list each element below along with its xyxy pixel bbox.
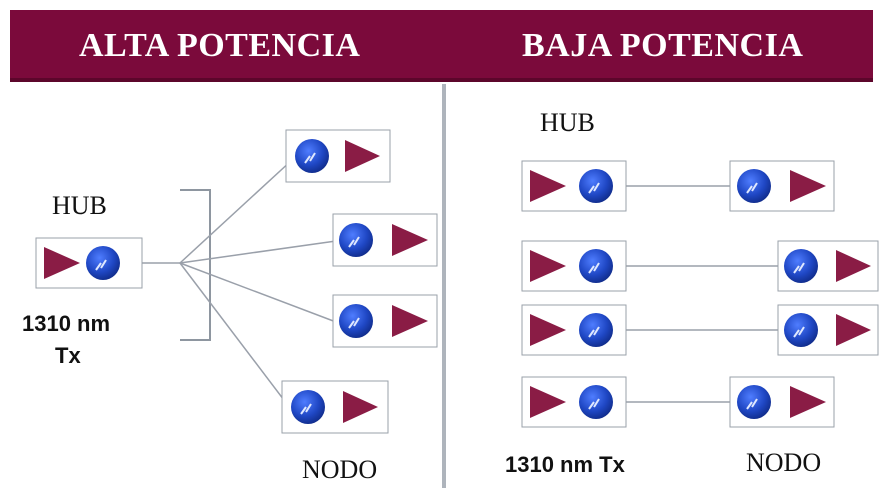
left-node-4: [281, 380, 389, 434]
laser-transmitter-icon: [836, 314, 871, 346]
left-tx-label-line2: Tx: [55, 343, 81, 368]
right-node-3: [777, 304, 879, 356]
laser-transmitter-icon: [44, 247, 80, 279]
right-node-label: NODO: [746, 448, 822, 477]
left-node-2: [332, 213, 438, 267]
right-hub-transmitter-4: [521, 376, 627, 428]
right-node-2: [777, 240, 879, 292]
left-tx-label-line1: 1310 nm: [22, 311, 111, 336]
laser-transmitter-icon: [530, 386, 566, 418]
left-splitter: [180, 189, 211, 341]
right-hub-label: HUB: [540, 108, 595, 137]
right-node-1: [729, 160, 835, 212]
left-node-label: NODO: [302, 455, 378, 484]
laser-transmitter-icon: [836, 250, 871, 282]
right-node-4: [729, 376, 835, 428]
left-node-1: [285, 129, 391, 183]
laser-transmitter-icon: [530, 250, 566, 282]
right-hub-transmitter-1: [521, 160, 627, 212]
right-hub-transmitter-3: [521, 304, 627, 356]
title-banner: ALTA POTENCIA BAJA POTENCIA: [10, 10, 873, 82]
laser-transmitter-icon: [392, 305, 428, 337]
left-panel-title: ALTA POTENCIA: [79, 27, 361, 64]
right-hub-transmitter-2: [521, 240, 627, 292]
laser-transmitter-icon: [392, 224, 428, 256]
right-panel-title: BAJA POTENCIA: [522, 27, 804, 64]
laser-transmitter-icon: [530, 170, 566, 202]
laser-transmitter-icon: [790, 170, 826, 202]
panel-divider: [442, 84, 446, 488]
left-hub-label: HUB: [52, 191, 107, 220]
left-hub-transmitter: [35, 237, 143, 289]
left-fanout-links: [140, 159, 337, 409]
laser-transmitter-icon: [345, 140, 380, 172]
right-links: [626, 185, 778, 403]
left-node-3: [332, 294, 438, 348]
laser-transmitter-icon: [343, 391, 378, 423]
laser-transmitter-icon: [530, 314, 566, 346]
laser-transmitter-icon: [790, 386, 826, 418]
right-tx-label: 1310 nm Tx: [505, 452, 625, 477]
